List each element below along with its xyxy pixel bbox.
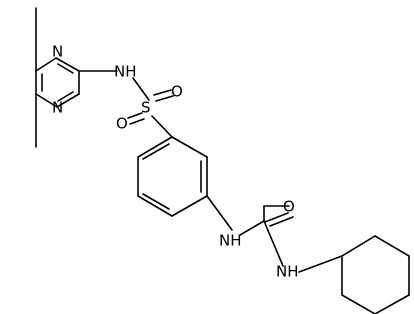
sulfonyl-oxygen-left-label: O	[116, 115, 128, 133]
bond	[35, 57, 57, 72]
bond	[142, 193, 170, 210]
atom-labels: N N NH S O O NH O NH	[52, 43, 299, 281]
ring-nitrogen-bottom-label: N	[52, 99, 63, 117]
bond	[171, 136, 208, 158]
bond	[57, 91, 74, 102]
bond	[132, 77, 150, 101]
bond	[137, 136, 173, 158]
carbonyl-oxygen-label: O	[283, 198, 295, 216]
bond	[341, 235, 376, 257]
bond	[153, 89, 172, 96]
bond	[57, 63, 74, 74]
bond	[129, 118, 145, 125]
ring-nitrogen-top-label: N	[52, 43, 63, 61]
bond	[264, 212, 289, 223]
sulfonyl-group	[127, 77, 174, 138]
bond	[263, 220, 284, 267]
pyrimidine-ring	[35, 7, 118, 148]
bond	[374, 235, 410, 257]
sulfonyl-oxygen-top-label: O	[171, 83, 183, 101]
bond	[142, 143, 170, 160]
bond	[206, 195, 233, 231]
urea-nh-left-label: NH	[219, 232, 242, 250]
bond	[151, 115, 173, 138]
bond	[374, 294, 410, 314]
bond	[127, 112, 143, 119]
urea-group	[206, 195, 343, 273]
bond	[269, 216, 294, 227]
bond	[137, 195, 173, 217]
bond	[239, 220, 265, 236]
bond	[35, 93, 58, 108]
sulfur-atom-label: S	[141, 99, 151, 117]
bond	[298, 255, 343, 273]
bond	[341, 294, 376, 314]
bond	[171, 195, 208, 217]
bond	[55, 57, 80, 72]
cyclohexane-ring	[341, 235, 410, 314]
bond	[155, 95, 174, 102]
bond	[56, 93, 80, 108]
sulfonamide-nh-label: NH	[114, 63, 137, 81]
benzene-ring	[137, 136, 208, 217]
urea-nh-right-label: NH	[276, 263, 299, 281]
